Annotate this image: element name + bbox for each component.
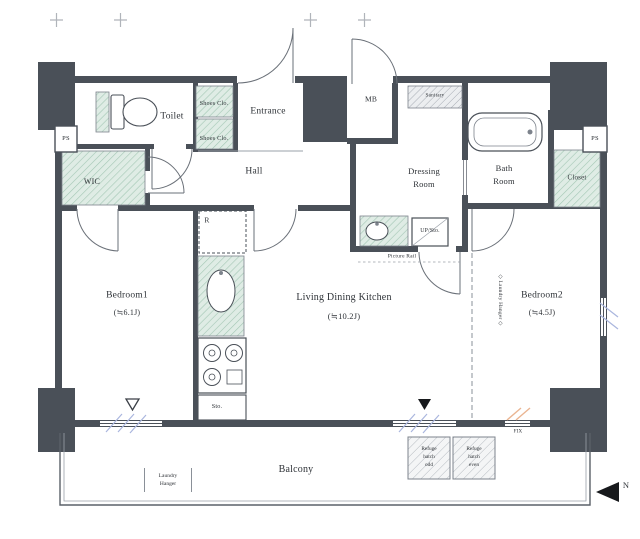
toilet-label: Toilet xyxy=(160,111,184,122)
bedroom2-door-arc xyxy=(471,208,515,252)
exterior-walls xyxy=(55,76,607,427)
pillars xyxy=(38,62,607,452)
entrance-label: Entrance xyxy=(250,106,286,117)
closet-label: Closet xyxy=(567,173,587,182)
bedroom1-label: Bedroom1 xyxy=(106,290,148,301)
dressing-door-arc xyxy=(418,251,461,295)
bedroom1-size-label: (≒6.1J) xyxy=(113,308,141,317)
north-label: N xyxy=(622,479,630,490)
shoes-closet-lower xyxy=(195,118,234,150)
shoes-closet-upper xyxy=(195,85,234,118)
fix-window-marks xyxy=(506,407,531,421)
shoes-closet-upper-label: Shoes Clo. xyxy=(199,99,229,107)
bedroom2-laundry-hanger-label: ◇ Laundry Hanger ◇ xyxy=(496,274,503,326)
kitchen-storage-box xyxy=(197,394,247,421)
closet-area xyxy=(553,149,601,208)
sanitary-box xyxy=(407,85,463,109)
refuge-hatch-even-box xyxy=(452,436,496,480)
wic-door-arc xyxy=(147,156,185,194)
bath-room-label-line1: Bath xyxy=(495,162,513,173)
interior-walls xyxy=(55,83,607,420)
balcony-outline xyxy=(59,433,591,506)
refuge-hatch-odd-box xyxy=(407,436,451,480)
door-swings xyxy=(76,27,515,295)
filled-triangle-marker xyxy=(418,399,431,410)
wic-label: WIC xyxy=(83,177,101,186)
up-storage-box xyxy=(411,217,449,247)
mb-label: MB xyxy=(364,94,378,104)
up-storage-label: UP/Sto. xyxy=(420,228,440,235)
bedroom2-label: Bedroom2 xyxy=(521,290,563,301)
kitchen-sink-icon xyxy=(206,269,236,313)
balcony-label: Balcony xyxy=(278,464,314,475)
entrance-door-arc xyxy=(237,27,294,84)
stove-icon xyxy=(197,337,247,394)
ldk-size-label: (≒10.2J) xyxy=(327,310,361,321)
sanitary-label: Sanitary xyxy=(425,92,445,99)
fix-window-label: FIX xyxy=(513,429,523,435)
window-glass-marks xyxy=(105,302,619,434)
refrigerator-space xyxy=(198,210,247,254)
refrigerator-label: R xyxy=(204,215,210,225)
washbasin-icon xyxy=(365,221,389,241)
ps-right-label: PS xyxy=(591,134,599,142)
open-triangle-marker xyxy=(124,398,141,412)
north-arrow-icon xyxy=(596,482,619,502)
bedroom1-door-arc xyxy=(76,208,119,252)
ldk-door-arc xyxy=(253,208,297,252)
refuge-hatch-odd-label: Refuge hatch odd xyxy=(421,446,437,468)
toilet-shelf xyxy=(95,91,110,133)
bath-sliding-door xyxy=(463,160,467,195)
balcony-laundry-hanger-line2: Hanger xyxy=(159,481,177,487)
dressing-room-label-line2: Room xyxy=(413,178,435,189)
toilet-door-arc xyxy=(151,148,193,190)
wic-area xyxy=(61,150,146,206)
bedroom2-size-label: (≒4.5J) xyxy=(528,308,556,317)
bath-room-label-line2: Room xyxy=(493,175,515,186)
ps-left-label: PS xyxy=(62,134,70,142)
bedroom1-window xyxy=(100,420,162,427)
ps-right-box xyxy=(582,125,608,153)
toilet-icon xyxy=(110,94,158,130)
fix-window xyxy=(505,420,530,427)
survey-tick-marks xyxy=(50,13,371,27)
ldk-window xyxy=(393,420,456,427)
ldk-label: Living Dining Kitchen xyxy=(296,292,392,303)
kitchen-storage-label: Sto. xyxy=(211,402,223,410)
hall-label: Hall xyxy=(245,166,263,177)
picture-rail-label: Picture Rail xyxy=(387,253,417,260)
shoes-closet-lower-label: Shoes Clo. xyxy=(199,134,229,142)
balcony-laundry-hanger-line1: Laundry xyxy=(158,473,178,479)
bathtub-icon xyxy=(467,112,543,152)
mb-door-arc xyxy=(351,38,398,85)
refuge-hatch-even-label: Refuge hatch even xyxy=(466,446,482,468)
balcony-laundry-hanger-label: Laundry Hanger xyxy=(144,468,192,492)
dressing-room-label-line1: Dressing xyxy=(408,165,440,176)
ps-left-box xyxy=(54,125,78,153)
